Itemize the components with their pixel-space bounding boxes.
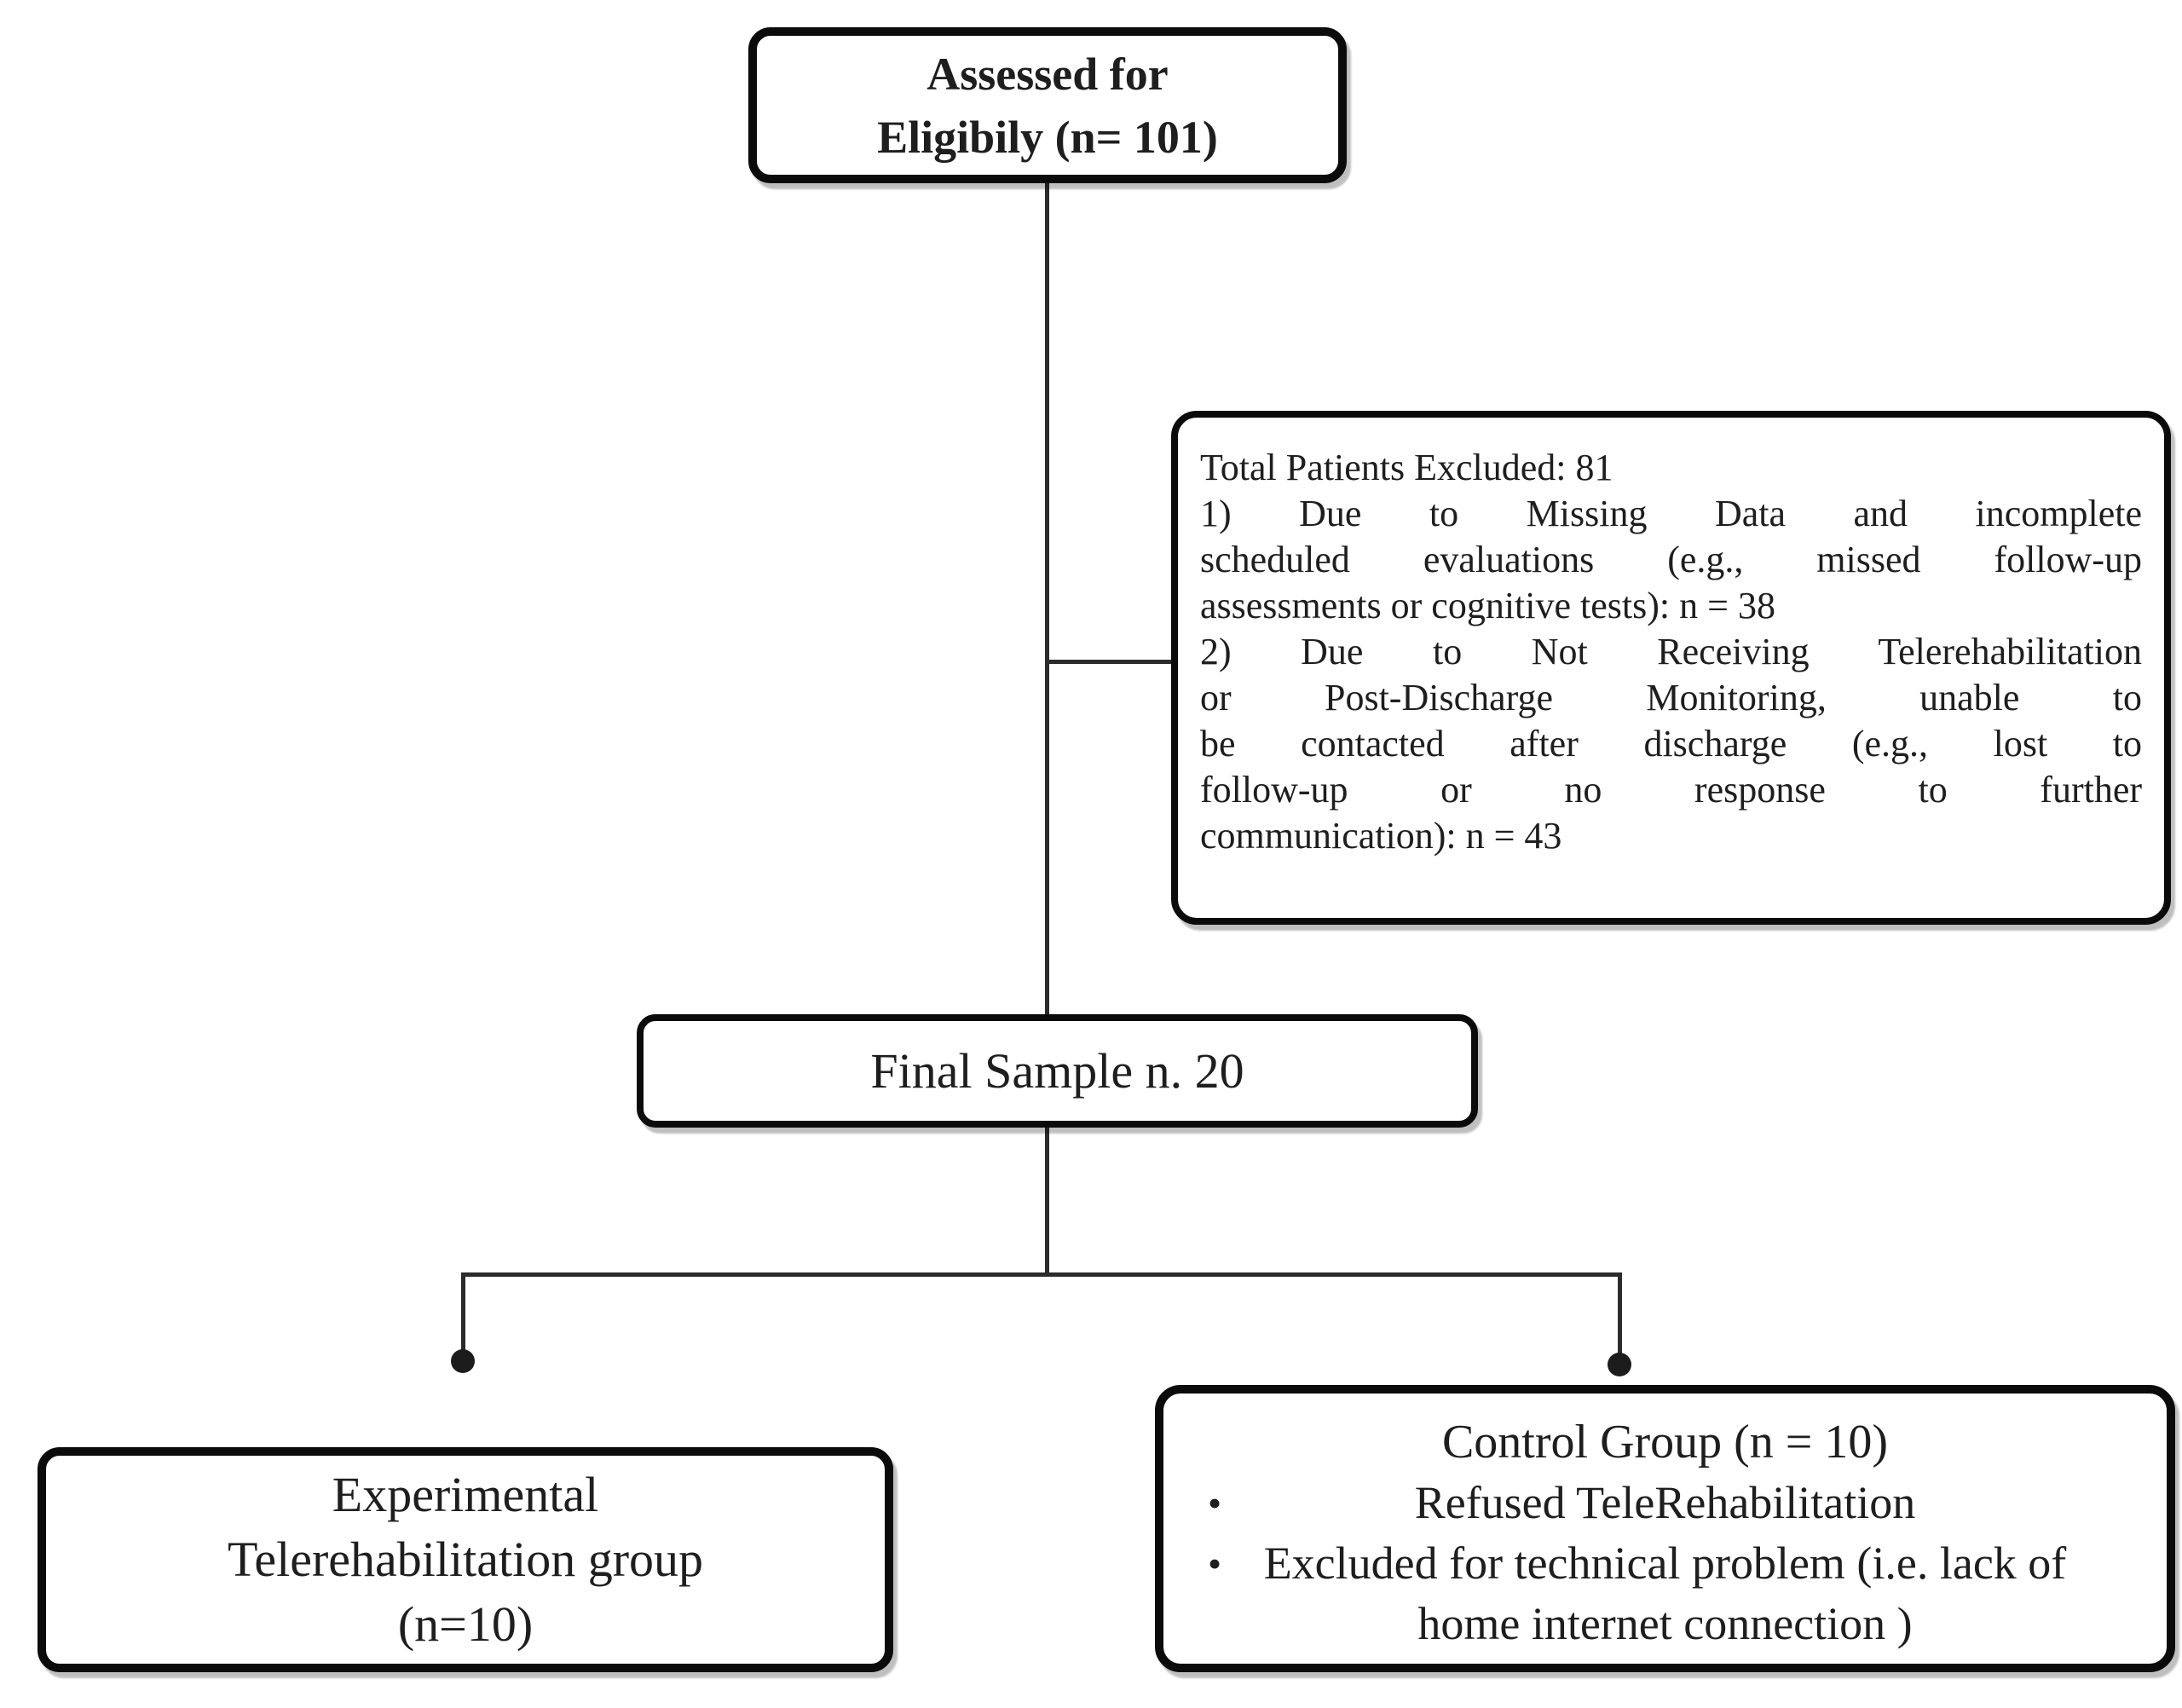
excluded-reason1-line: scheduled evaluations (e.g., missed foll… xyxy=(1200,539,2142,580)
excluded-reason2-line: follow-up or no response to further xyxy=(1200,769,2142,811)
final-sample-box: Final Sample n. 20 xyxy=(637,1014,1478,1128)
final-sample-label: Final Sample n. 20 xyxy=(870,1043,1244,1099)
experimental-group-box: Experimental Telerehabilitation group (n… xyxy=(38,1447,893,1672)
excluded-patients-box: Total Patients Excluded: 81 1) Due to Mi… xyxy=(1171,411,2171,925)
connector-exclusion-branch xyxy=(1047,660,1171,664)
excluded-reason2-line: or Post-Discharge Monitoring, unable to xyxy=(1200,677,2142,718)
experimental-line-3: (n=10) xyxy=(397,1596,534,1652)
control-group-box: Control Group (n = 10) • Refused TeleReh… xyxy=(1155,1385,2175,1672)
list-item: • Refused TeleRehabilitation xyxy=(1163,1473,2167,1533)
excluded-reason2-line: 2) Due to Not Receiving Telerehabilitati… xyxy=(1200,631,2142,672)
bullet-icon: • xyxy=(1208,1481,1222,1525)
assessed-eligibility-box: Assessed for Eligibily (n= 101) xyxy=(748,27,1347,183)
connector-split-bar xyxy=(463,1272,1622,1277)
excluded-total-line: Total Patients Excluded: 81 xyxy=(1200,447,1613,488)
connector-trunk-bottom xyxy=(1045,1128,1049,1277)
excluded-reason2-line: be contacted after discharge (e.g., lost… xyxy=(1200,723,2142,765)
assessed-line-1: Assessed for xyxy=(926,48,1169,100)
excluded-reason1-line: assessments or cognitive tests): n = 38 xyxy=(1200,585,1775,626)
right-branch-endpoint-dot xyxy=(1608,1353,1631,1376)
bullet-icon: • xyxy=(1208,1542,1222,1585)
excluded-reason2-line: communication): n = 43 xyxy=(1200,815,1562,857)
connector-trunk-top xyxy=(1045,183,1049,1014)
list-item: • Excluded for technical problem (i.e. l… xyxy=(1163,1533,2167,1654)
connector-right-drop xyxy=(1618,1272,1622,1356)
control-group-list: • Refused TeleRehabilitation • Excluded … xyxy=(1163,1473,2167,1654)
excluded-reason1-line: 1) Due to Missing Data and incomplete xyxy=(1200,493,2142,534)
control-bullet-1-text: Refused TeleRehabilitation xyxy=(1414,1477,1916,1528)
control-group-title: Control Group (n = 10) xyxy=(1441,1416,1889,1469)
experimental-line-1: Experimental xyxy=(332,1467,599,1522)
left-branch-endpoint-dot xyxy=(451,1349,475,1373)
control-bullet-2-text: Excluded for technical problem (i.e. lac… xyxy=(1263,1538,2067,1649)
connector-left-drop xyxy=(461,1272,465,1353)
assessed-line-2: Eligibily (n= 101) xyxy=(877,111,1218,163)
experimental-line-2: Telerehabilitation group xyxy=(227,1532,704,1587)
